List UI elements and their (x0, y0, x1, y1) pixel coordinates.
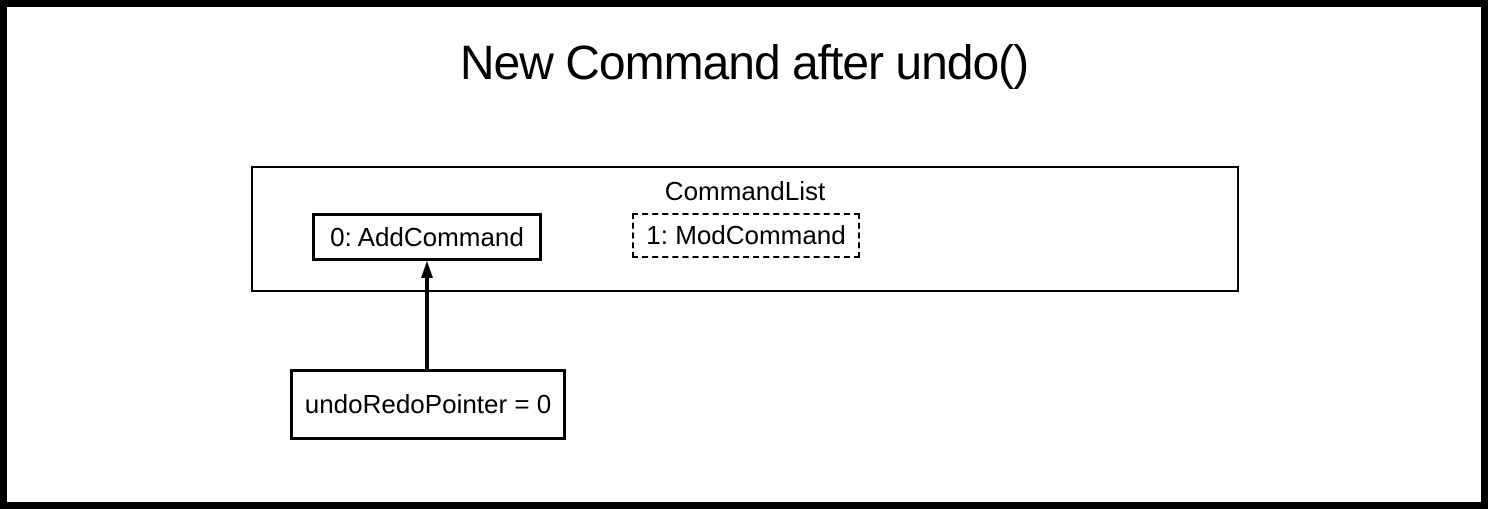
commandlist-container: CommandList 0: AddCommand 1: ModCommand (251, 166, 1239, 292)
commandlist-label: CommandList (664, 176, 826, 206)
undo-redo-pointer-box: undoRedoPointer = 0 (290, 369, 566, 440)
command-box-modcommand: 1: ModCommand (632, 213, 860, 258)
diagram-title: New Command after undo() (459, 37, 1029, 90)
up-arrow-icon (421, 261, 433, 369)
command-box-addcommand: 0: AddCommand (312, 213, 542, 261)
